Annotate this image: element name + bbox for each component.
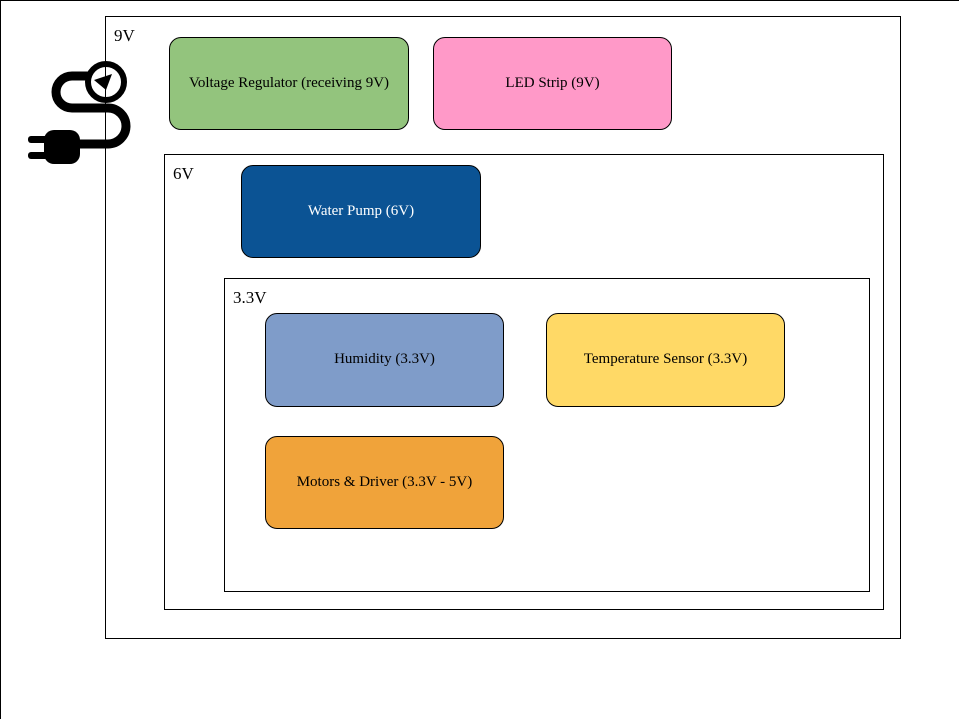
humidity-block: Humidity (3.3V) [265,313,504,407]
zone-9v-label: 9V [114,26,135,45]
motors-driver-block: Motors & Driver (3.3V - 5V) [265,436,504,529]
temperature-sensor-block: Temperature Sensor (3.3V) [546,313,785,407]
zone-6v: 6V [164,154,884,610]
water-pump-block: Water Pump (6V) [241,165,481,258]
zone-3v3-label: 3.3V [233,288,267,307]
zone-3v3: 3.3V [224,278,870,592]
power-plug-icon [28,61,131,164]
voltage-regulator-block: Voltage Regulator (receiving 9V) [169,37,409,130]
zone-6v-label: 6V [173,164,194,183]
zone-9v: 9V [105,16,901,639]
led-strip-block: LED Strip (9V) [433,37,672,130]
